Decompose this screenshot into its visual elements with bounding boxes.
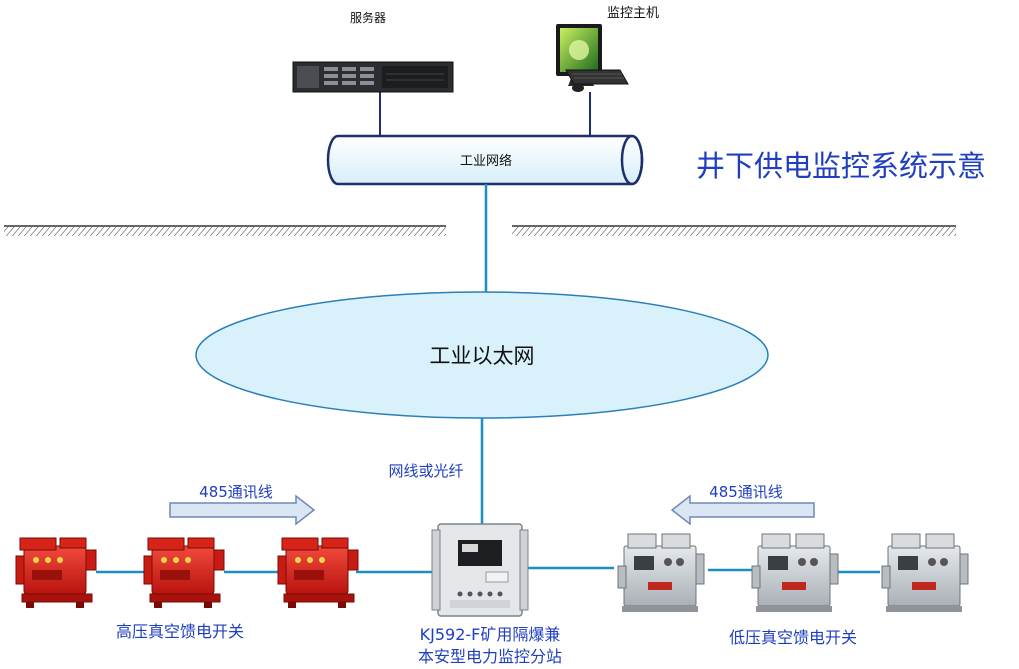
monitor-host-label: 监控主机	[607, 6, 659, 21]
hv-switch-2	[143, 537, 225, 609]
station-label-line2: 本安型电力监控分站	[418, 647, 562, 666]
station-label-line1: KJ592-F矿用隔爆兼	[420, 625, 561, 644]
hv-switch-3	[277, 537, 359, 609]
ground-surface	[4, 225, 956, 236]
lv-switch-label: 低压真空馈电开关	[729, 628, 857, 647]
page-title: 井下供电监控系统示意	[696, 149, 986, 183]
hv-switch-1	[15, 537, 97, 609]
comm-line-left-label: 485通讯线	[199, 483, 273, 501]
server-label: 服务器	[350, 10, 386, 25]
lv-switch-1	[617, 533, 705, 613]
lv-switch-2	[751, 533, 839, 613]
desktop-pc-icon	[556, 24, 629, 92]
lv-switch-3	[881, 533, 969, 613]
industrial-ethernet-label: 工业以太网	[430, 344, 535, 368]
monitoring-station-cabinet-icon	[431, 523, 529, 617]
comm-arrow-right	[169, 494, 316, 526]
cable-or-fiber-label: 网线或光纤	[388, 462, 463, 480]
hv-switch-label: 高压真空馈电开关	[116, 622, 244, 641]
comm-line-right-label: 485通讯线	[709, 483, 783, 501]
bottom-bus-lines	[96, 566, 880, 574]
industrial-network-pipe	[326, 134, 644, 186]
rack-server-icon	[292, 61, 454, 93]
comm-arrow-left	[670, 494, 815, 526]
industrial-network-label: 工业网络	[460, 153, 512, 169]
